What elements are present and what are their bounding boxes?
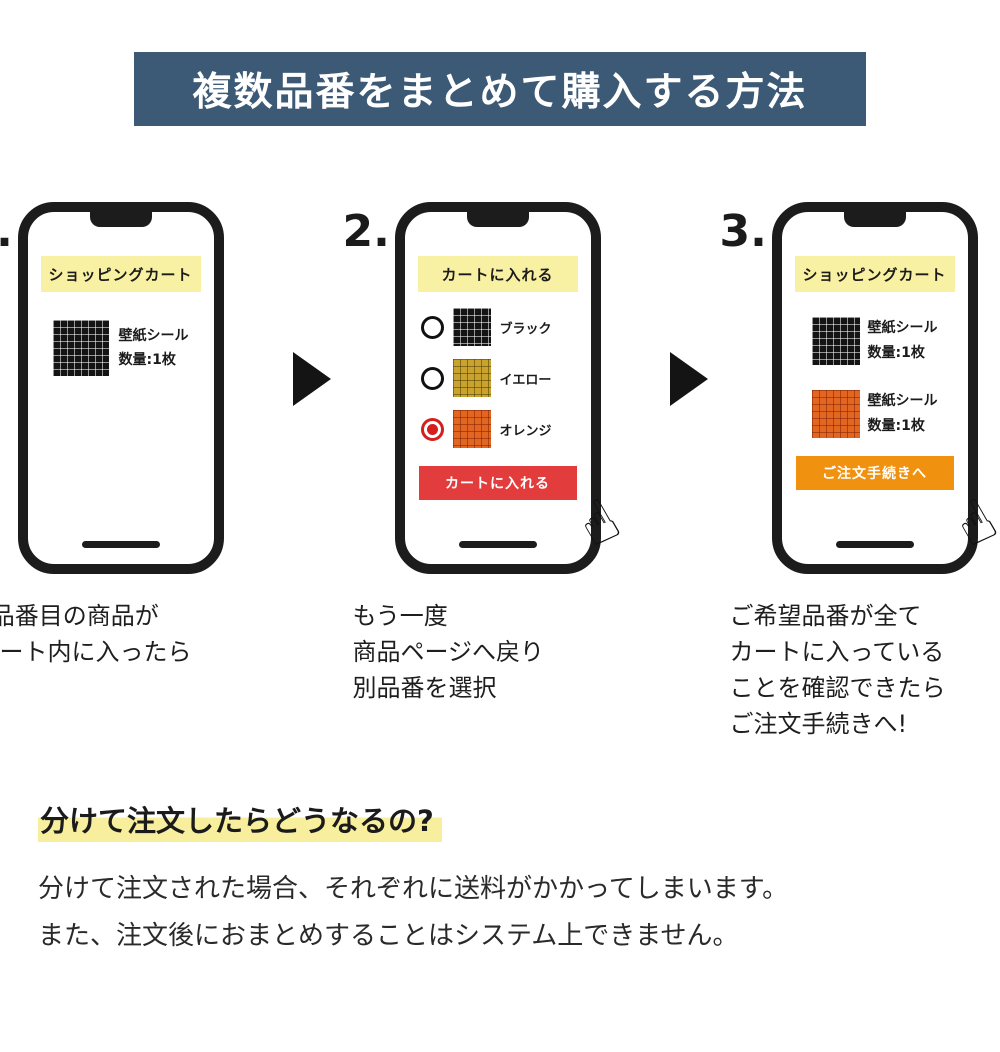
black-mosaic-swatch (812, 317, 860, 365)
add-to-cart-banner: カートに入れる (418, 256, 578, 292)
black-mosaic-swatch (53, 320, 109, 376)
phone-notch (844, 210, 906, 227)
step-2: 2. カートに入れる ブラック イエロー (343, 202, 658, 706)
color-option-black[interactable]: ブラック (421, 308, 591, 346)
cart-banner: ショッピングカート (41, 256, 201, 292)
color-option-yellow[interactable]: イエロー (421, 359, 591, 397)
color-option-label: イエロー (500, 369, 552, 388)
phone-mockup-3: ショッピングカート 壁紙シール 数量:1枚 壁紙シール 数量:1枚 (772, 202, 978, 574)
product-qty: 数量:1枚 (868, 341, 938, 366)
orange-mosaic-swatch (453, 410, 491, 448)
product-qty: 数量:1枚 (119, 348, 189, 373)
radio-unselected (421, 367, 444, 390)
step-3: 3. ショッピングカート 壁紙シール 数量:1枚 (720, 202, 1000, 742)
page-title: 複数品番をまとめて購入する方法 (192, 61, 807, 117)
hand-cursor-icon: ☝ (946, 489, 1000, 557)
faq-body: 分けて注文された場合、それぞれに送料がかかってしまいます。 また、注文後におまと… (38, 866, 1000, 960)
checkout-button[interactable]: ご注文手続きへ (796, 456, 954, 490)
arrow-right-icon (293, 352, 331, 406)
page: 複数品番をまとめて購入する方法 1. ショッピングカート 壁紙シール 数量:1枚 (0, 52, 1000, 1052)
radio-selected (421, 418, 444, 441)
color-options: ブラック イエロー オレンジ (405, 308, 591, 448)
cart-item: 壁紙シール 数量:1枚 (782, 316, 968, 365)
yellow-mosaic-swatch (453, 359, 491, 397)
phone-mockup-1: ショッピングカート 壁紙シール 数量:1枚 (18, 202, 224, 574)
cart-item-text: 壁紙シール 数量:1枚 (868, 316, 938, 365)
faq-heading: 分けて注文したらどうなるの? (38, 798, 442, 840)
faq-section: 分けて注文したらどうなるの? 分けて注文された場合、それぞれに送料がかかってしま… (38, 798, 1000, 960)
cart-item: 壁紙シール 数量:1枚 (782, 389, 968, 438)
hand-cursor-icon: ☝ (569, 489, 629, 557)
product-name: 壁紙シール (868, 316, 938, 341)
title-banner: 複数品番をまとめて購入する方法 (134, 52, 866, 126)
phone-mockup-2: カートに入れる ブラック イエロー (395, 202, 601, 574)
step-1: 1. ショッピングカート 壁紙シール 数量:1枚 1品番目の商品が カート内に入… (0, 202, 281, 670)
step-3-caption: ご希望品番が全て カートに入っている ことを確認できたら ご注文手続きへ! (730, 598, 1000, 742)
cart-banner: ショッピングカート (795, 256, 955, 292)
phone-home-bar (82, 541, 160, 548)
product-name: 壁紙シール (119, 324, 189, 349)
color-option-label: ブラック (500, 318, 552, 337)
phone-home-bar (459, 541, 537, 548)
color-option-label: オレンジ (500, 420, 552, 439)
faq-heading-highlight: 分けて注文したらどうなるの? (38, 804, 442, 842)
orange-mosaic-swatch (812, 390, 860, 438)
color-option-orange[interactable]: オレンジ (421, 410, 591, 448)
add-to-cart-button[interactable]: カートに入れる (419, 466, 577, 500)
product-qty: 数量:1枚 (868, 414, 938, 439)
phone-home-bar (836, 541, 914, 548)
step-1-caption: 1品番目の商品が カート内に入ったら (0, 598, 281, 670)
cart-item-text: 壁紙シール 数量:1枚 (868, 389, 938, 438)
radio-unselected (421, 316, 444, 339)
black-mosaic-swatch (453, 308, 491, 346)
cart-item: 壁紙シール 数量:1枚 (28, 320, 214, 376)
arrow-right-icon (670, 352, 708, 406)
phone-notch (467, 210, 529, 227)
step-2-caption: もう一度 商品ページへ戻り 別品番を選択 (353, 598, 658, 706)
steps-row: 1. ショッピングカート 壁紙シール 数量:1枚 1品番目の商品が カート内に入… (0, 202, 1000, 742)
phone-notch (90, 210, 152, 227)
product-name: 壁紙シール (868, 389, 938, 414)
cart-item-text: 壁紙シール 数量:1枚 (119, 324, 189, 373)
